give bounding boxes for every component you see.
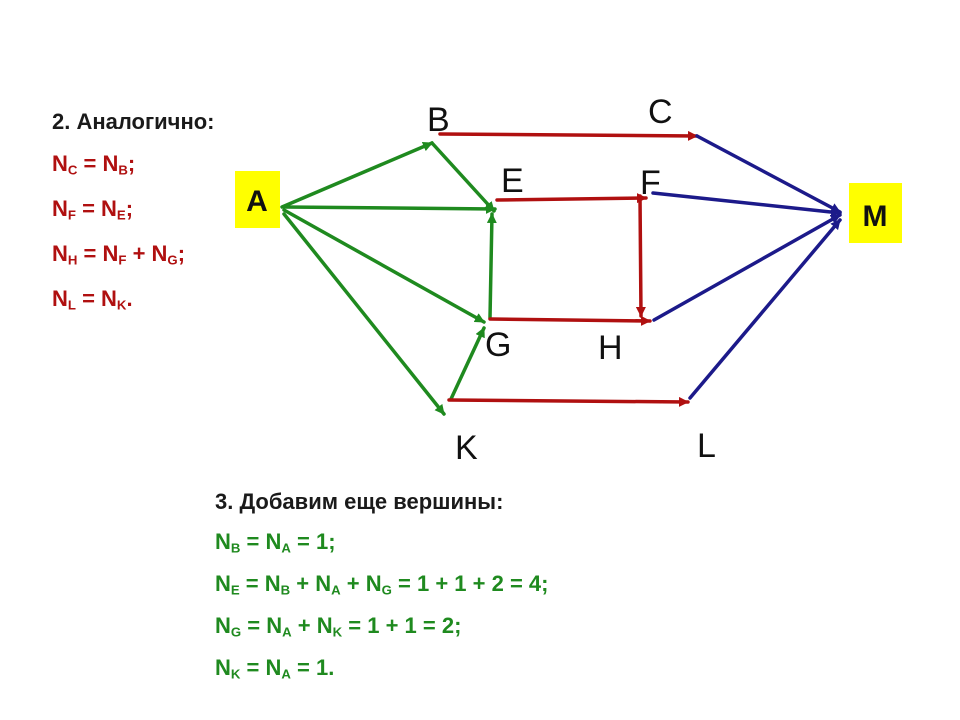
section3-heading: 3. Добавим еще вершины: (215, 489, 504, 514)
section3-equation: NG = NA + NK = 1 + 1 = 2; (215, 613, 462, 640)
node-m-highlight (849, 183, 902, 243)
nodes-layer: A B C E F G H K L M (235, 93, 902, 467)
node-m-label: M (863, 200, 888, 233)
node-a-highlight (235, 171, 280, 228)
edge-l-m (688, 218, 842, 400)
node-b-label: B (427, 101, 450, 139)
node-h-label: H (598, 329, 623, 367)
section2-equation: NF = NE; (52, 196, 134, 223)
node-c-label: C (648, 93, 673, 131)
node-e-label: E (501, 162, 524, 200)
edge-a-g (282, 208, 486, 324)
section2-equation: NH = NF + NG; (52, 241, 186, 268)
edge-g-h (488, 315, 652, 326)
section3-equation: NB = NA = 1; (215, 529, 336, 556)
edge-g-e (486, 212, 497, 320)
node-f-label: F (640, 164, 661, 202)
node-a: A (235, 171, 280, 228)
section2-heading: 2. Аналогично: (52, 109, 215, 134)
section3-equation: NE = NB + NA + NG = 1 + 1 + 2 = 4; (215, 571, 549, 598)
edge-b-e (430, 141, 496, 213)
node-m: M (849, 183, 902, 243)
edge-b-c (438, 130, 699, 141)
edge-h-m (652, 213, 842, 322)
section2-equation: NL = NK. (52, 286, 133, 313)
node-g-label: G (485, 326, 511, 364)
node-a-label: A (246, 185, 268, 218)
edge-a-b (280, 141, 434, 209)
node-k-label: K (455, 429, 478, 467)
node-l-label: L (697, 427, 716, 465)
edge-f-h (635, 194, 646, 318)
edge-a-e (282, 203, 497, 214)
edge-c-m (695, 134, 842, 214)
edge-f-m (651, 191, 842, 218)
section3-equation: NK = NA = 1. (215, 655, 335, 682)
edge-a-k (282, 212, 446, 416)
edge-k-g (449, 326, 486, 401)
edges-layer (280, 130, 842, 416)
edge-k-l (447, 396, 690, 407)
section2-equation: NC = NB; (52, 151, 136, 178)
edge-e-f (495, 193, 648, 204)
